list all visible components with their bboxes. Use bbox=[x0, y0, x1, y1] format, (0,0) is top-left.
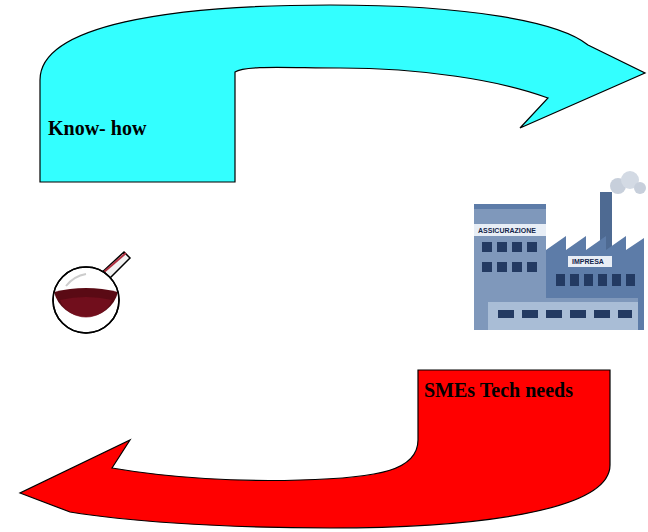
sign-text: IMPRESA bbox=[572, 258, 604, 265]
arrow-shape: Know- how bbox=[0, 0, 648, 192]
text-area: Know- how bbox=[48, 116, 230, 141]
arrow-outline bbox=[40, 5, 645, 182]
building-icon bbox=[474, 171, 646, 330]
arrow-outline bbox=[20, 370, 610, 528]
text-area: SMEs Tech needs bbox=[424, 378, 606, 403]
flask-icon bbox=[53, 252, 130, 333]
arrow-label: SMEs Tech needs bbox=[424, 378, 606, 403]
arrow-label: Know- how bbox=[48, 116, 230, 141]
arrow-shape: SMEs Tech needs bbox=[0, 360, 648, 532]
sign-text: ASSICURAZIONE bbox=[478, 227, 536, 234]
curved-arrow bbox=[0, 0, 648, 192]
